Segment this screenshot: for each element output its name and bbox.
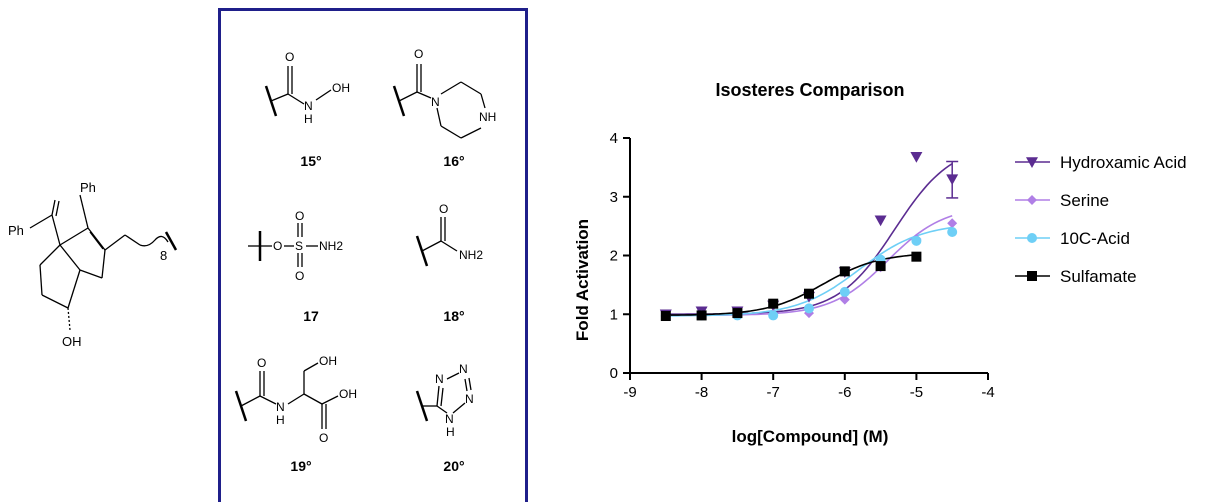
- compound-label: 15°: [300, 153, 322, 169]
- data-point: [839, 294, 850, 305]
- data-point: [911, 235, 922, 246]
- y-tick-label: 3: [610, 189, 618, 206]
- atom-n: N: [276, 400, 285, 414]
- atom-o: O: [439, 202, 448, 216]
- atom-n: N: [459, 362, 468, 376]
- y-axis-label: Fold Activation: [573, 219, 592, 341]
- data-point: [839, 266, 850, 277]
- legend-marker: [1026, 157, 1038, 168]
- data-point: [768, 310, 779, 321]
- fit-curve: [665, 254, 917, 316]
- atom-n: N: [465, 392, 474, 406]
- atom-n: N: [445, 412, 454, 426]
- compound-panel: O N H OH 15° O N NH: [218, 8, 528, 502]
- compound-label: 17: [303, 308, 319, 324]
- atom-n: N: [431, 95, 440, 109]
- data-point: [768, 298, 779, 309]
- y-tick-label: 2: [610, 248, 618, 265]
- legend-label: Serine: [1060, 191, 1109, 210]
- x-tick-label: -4: [981, 384, 994, 401]
- data-point: [946, 174, 959, 186]
- compound-19: O N H OH O OH 19°: [226, 341, 376, 481]
- atom-oh: OH: [332, 81, 350, 95]
- scaffold-structure: Ph Ph OH 8: [8, 180, 178, 349]
- x-tick-label: -9: [623, 384, 636, 401]
- compound-label: 20°: [443, 458, 465, 474]
- scaffold-label-ph-left: Ph: [8, 223, 24, 238]
- x-tick-label: -6: [838, 384, 851, 401]
- atom-n: N: [435, 372, 444, 386]
- compound-17: O S NH2 O O 17: [236, 191, 386, 331]
- compound-15: O N H OH 15°: [236, 36, 386, 176]
- atom-o: O: [273, 239, 282, 253]
- y-tick-label: 0: [610, 365, 618, 382]
- atom-o: O: [319, 431, 328, 445]
- data-point: [839, 286, 850, 297]
- atom-oh: OH: [339, 387, 357, 401]
- compound-label: 16°: [443, 153, 465, 169]
- atom-nh2: NH2: [459, 248, 483, 262]
- scaffold-label-subscript: 8: [160, 248, 167, 263]
- data-point: [874, 215, 887, 227]
- x-tick-label: -7: [767, 384, 780, 401]
- data-point: [696, 310, 707, 321]
- atom-o: O: [295, 209, 304, 223]
- chart-title: Isosteres Comparison: [715, 80, 904, 100]
- data-point: [947, 227, 958, 237]
- data-point: [947, 218, 958, 229]
- legend-marker: [1027, 195, 1037, 205]
- data-point: [804, 303, 814, 314]
- compound-16: O N NH 16°: [379, 36, 529, 176]
- data-point: [910, 152, 923, 163]
- isosteres-chart: Isosteres Comparison Fold Activation log…: [573, 80, 1187, 446]
- legend-label: Hydroxamic Acid: [1060, 153, 1187, 172]
- data-point: [804, 288, 814, 299]
- atom-o: O: [295, 269, 304, 283]
- compound-label: 18°: [443, 308, 465, 324]
- legend-label: Sulfamate: [1060, 267, 1137, 286]
- legend-label: 10C-Acid: [1060, 229, 1130, 248]
- scaffold-label-oh: OH: [62, 334, 82, 349]
- scaffold-label-ph-top: Ph: [80, 180, 96, 195]
- data-point: [875, 261, 886, 272]
- atom-n: N: [304, 99, 313, 113]
- atom-h: H: [304, 112, 313, 126]
- atom-h: H: [446, 425, 455, 439]
- legend-marker: [1027, 271, 1037, 281]
- atom-nh2: NH2: [319, 239, 343, 253]
- compound-20: N N N N H 20°: [379, 341, 529, 481]
- atom-oh: OH: [319, 354, 337, 368]
- atom-o: O: [414, 47, 423, 61]
- y-tick-label: 4: [610, 130, 618, 147]
- plot-area: -9 -8 -7 -6 -5 -4 0 1 2 3 4: [610, 130, 995, 401]
- atom-o: O: [285, 50, 294, 64]
- atom-s: S: [295, 239, 303, 253]
- x-axis-label: log[Compound] (M): [732, 427, 889, 446]
- compound-18: O NH2 18°: [379, 191, 529, 331]
- legend-marker: [1027, 233, 1037, 243]
- compound-label: 19°: [290, 458, 312, 474]
- y-tick-label: 1: [610, 306, 618, 323]
- x-tick-label: -5: [910, 384, 923, 401]
- data-point: [660, 311, 671, 322]
- data-point: [911, 251, 922, 262]
- atom-h: H: [276, 413, 285, 427]
- atom-nh: NH: [479, 110, 496, 124]
- x-tick-label: -8: [695, 384, 708, 401]
- data-point: [732, 308, 743, 319]
- atom-o: O: [257, 356, 266, 370]
